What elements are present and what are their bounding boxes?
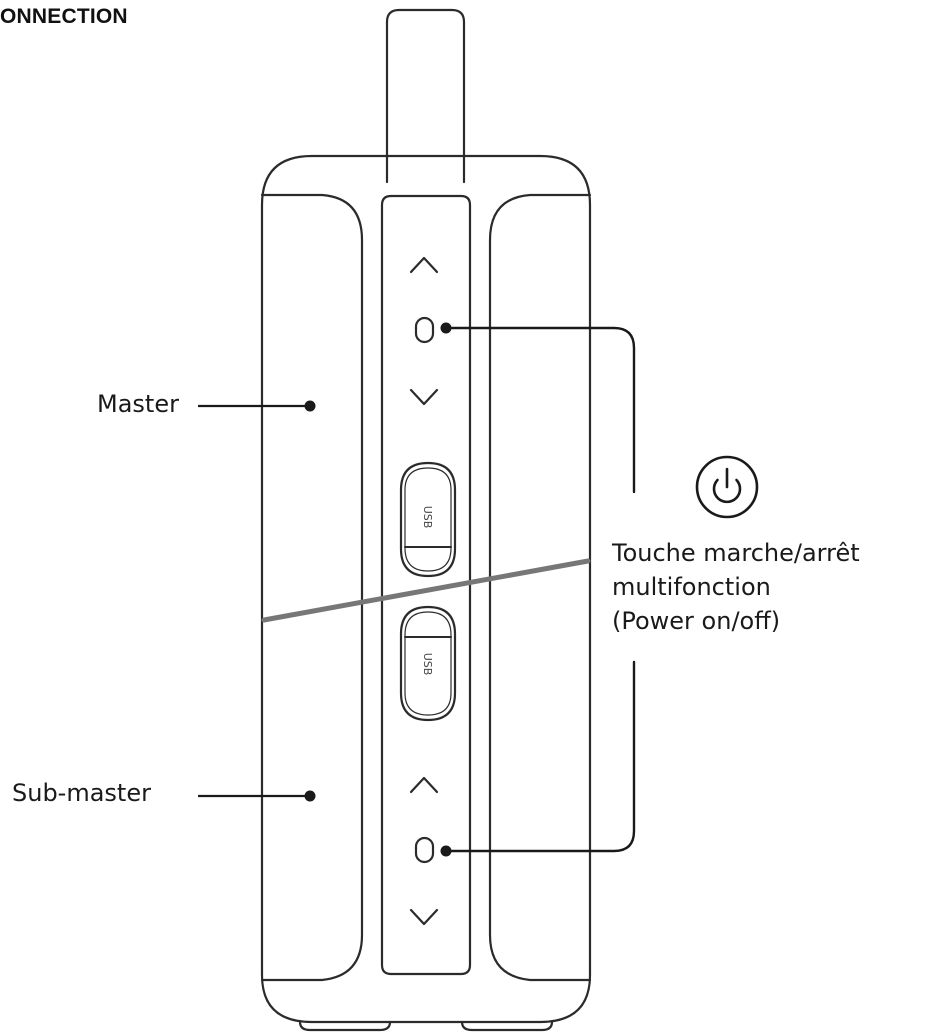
power-bracket-bottom xyxy=(444,660,636,853)
chevron-down-icon xyxy=(409,388,439,406)
power-label-line-1: Touche marche/arrêt xyxy=(612,539,860,567)
power-label-line-2: multifonction xyxy=(612,573,771,601)
usb-label-bottom: USB xyxy=(421,653,434,676)
master-label: Master xyxy=(97,390,179,418)
right-grille-panel xyxy=(488,193,592,982)
power-label-line-3: (Power on/off) xyxy=(612,607,781,635)
power-leader-dot-top xyxy=(440,322,452,334)
master-leader-dot xyxy=(304,400,316,412)
power-bracket-top xyxy=(444,326,636,494)
usb-label-top: USB xyxy=(421,506,434,529)
power-button-label: Touche marche/arrêt multifonction (Power… xyxy=(612,536,860,638)
multifunction-button-top xyxy=(414,316,435,344)
left-foot xyxy=(298,1020,392,1032)
power-icon xyxy=(695,455,759,519)
chevron-up-icon xyxy=(409,776,439,794)
strap xyxy=(385,8,466,184)
speaker-separation-line xyxy=(261,558,591,623)
power-leader-dot-bottom xyxy=(440,845,452,857)
sub-master-label: Sub-master xyxy=(12,779,151,807)
section-heading: ONNECTION xyxy=(0,5,128,28)
multifunction-button-bottom xyxy=(414,836,435,864)
speaker-body-top xyxy=(260,154,592,207)
control-strip xyxy=(380,194,472,976)
speaker-body-bottom xyxy=(260,973,592,1024)
chevron-down-icon xyxy=(409,908,439,926)
usb-button-top xyxy=(399,461,457,578)
sub-master-leader-dot xyxy=(304,790,316,802)
right-foot xyxy=(460,1020,554,1032)
usb-button-bottom xyxy=(399,605,457,722)
left-grille-panel xyxy=(260,193,364,982)
chevron-up-icon xyxy=(409,256,439,274)
